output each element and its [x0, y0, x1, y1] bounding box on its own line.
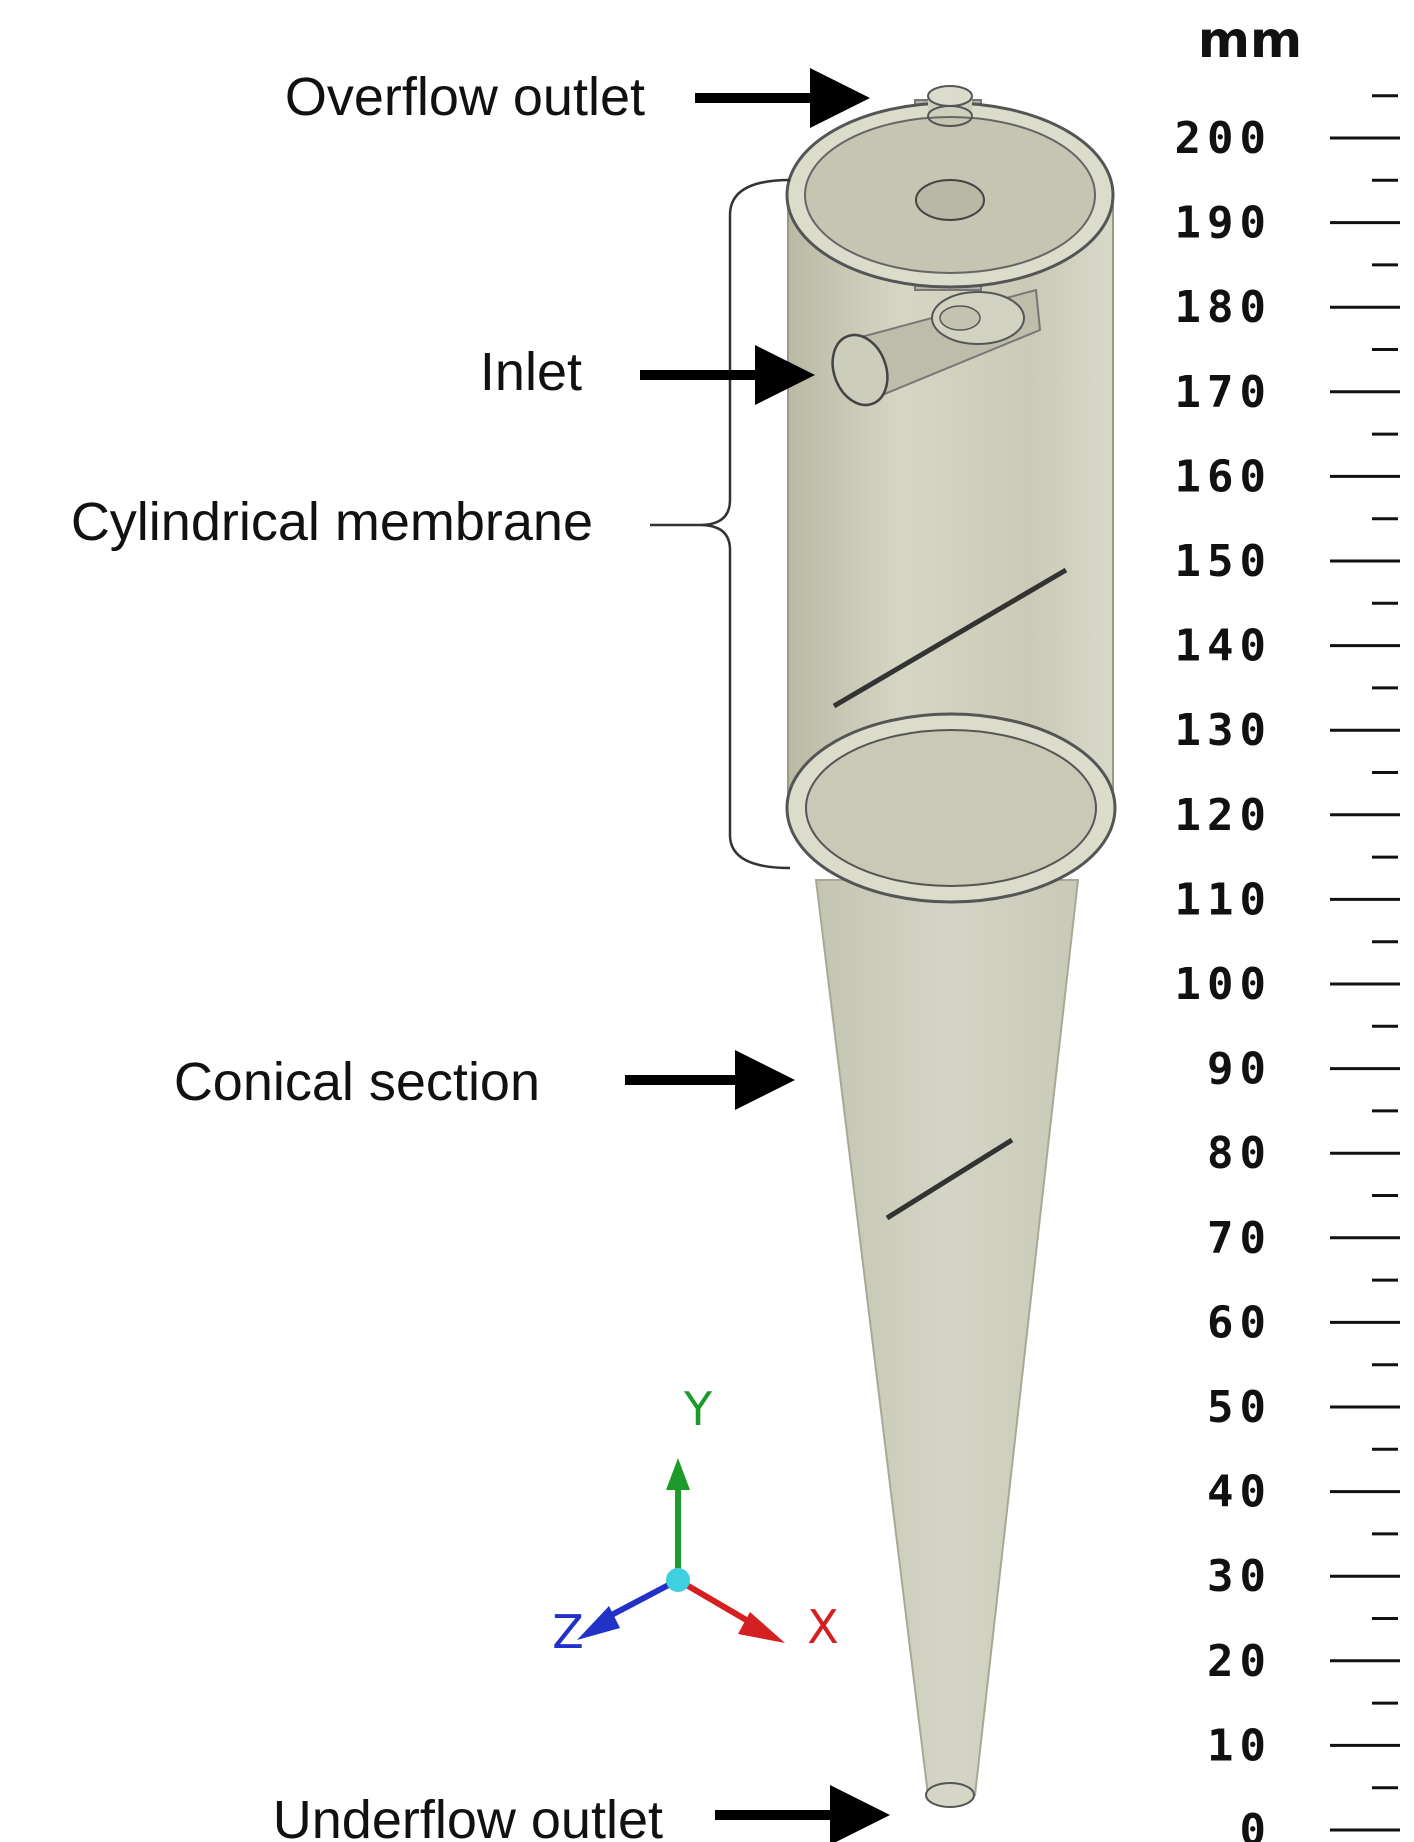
scale-unit: mm	[1198, 11, 1302, 69]
x-axis-label: X	[807, 1600, 839, 1654]
z-axis-label: Z	[552, 1605, 584, 1659]
axis-origin	[666, 1568, 690, 1592]
scale-tick-label: 50	[1207, 1382, 1272, 1433]
y-axis-arrowhead	[666, 1458, 690, 1490]
x-axis-arrowhead	[738, 1612, 785, 1643]
underflow-outlet-shape	[925, 1782, 975, 1808]
conical-section-shape	[814, 879, 1080, 1796]
z-axis-arrow	[600, 1577, 680, 1623]
scale-tick-label: 80	[1207, 1128, 1272, 1179]
scale-tick-label: 40	[1207, 1467, 1272, 1518]
cylindrical-membrane-shape	[785, 99, 1117, 904]
inlet-opening	[831, 333, 889, 407]
scale-tick-label: 0	[1240, 1805, 1273, 1842]
scale-tick-label: 170	[1175, 367, 1272, 418]
z-axis-arrowhead	[577, 1606, 620, 1640]
scale-tick-label: 180	[1175, 282, 1272, 333]
scale-tick-label: 140	[1175, 621, 1272, 672]
cylindrical-membrane-label: Cylindrical membrane	[71, 492, 593, 552]
overflow-outlet-shape	[927, 85, 973, 127]
underflow-outlet-label: Underflow outlet	[273, 1790, 663, 1842]
membrane-seam-line	[832, 567, 1068, 709]
inlet-label: Inlet	[480, 342, 582, 402]
height-scale: mm 2001901801701601501401301201101009080…	[1175, 11, 1400, 1842]
conical-section-label: Conical section	[174, 1052, 540, 1112]
scale-tick-label: 190	[1175, 198, 1272, 249]
label-arrows	[625, 68, 890, 1842]
scale-tick-label: 60	[1207, 1297, 1272, 1348]
membrane-bracket	[650, 178, 791, 870]
overflow-outlet-label: Overflow outlet	[285, 67, 645, 127]
y-axis-label: Y	[683, 1382, 713, 1436]
scale-tick-label: 10	[1207, 1720, 1272, 1771]
scale-tick-label: 160	[1175, 451, 1272, 502]
scale-tick-label: 110	[1175, 874, 1272, 925]
scale-tick-label: 90	[1207, 1044, 1272, 1095]
scale-tick-label: 20	[1207, 1636, 1272, 1687]
scale-tick-label: 100	[1175, 959, 1272, 1010]
scale-tick-label: 70	[1207, 1213, 1272, 1264]
scale-tick-label: 130	[1175, 705, 1272, 756]
axis-triad: Y X Z	[552, 1382, 839, 1659]
scale-tick-label: 200	[1175, 113, 1272, 164]
scale-tick-label: 150	[1175, 536, 1272, 587]
cone-seam-line	[885, 1137, 1014, 1221]
scale-tick-label: 120	[1175, 790, 1272, 841]
scale-tick-label: 30	[1207, 1551, 1272, 1602]
